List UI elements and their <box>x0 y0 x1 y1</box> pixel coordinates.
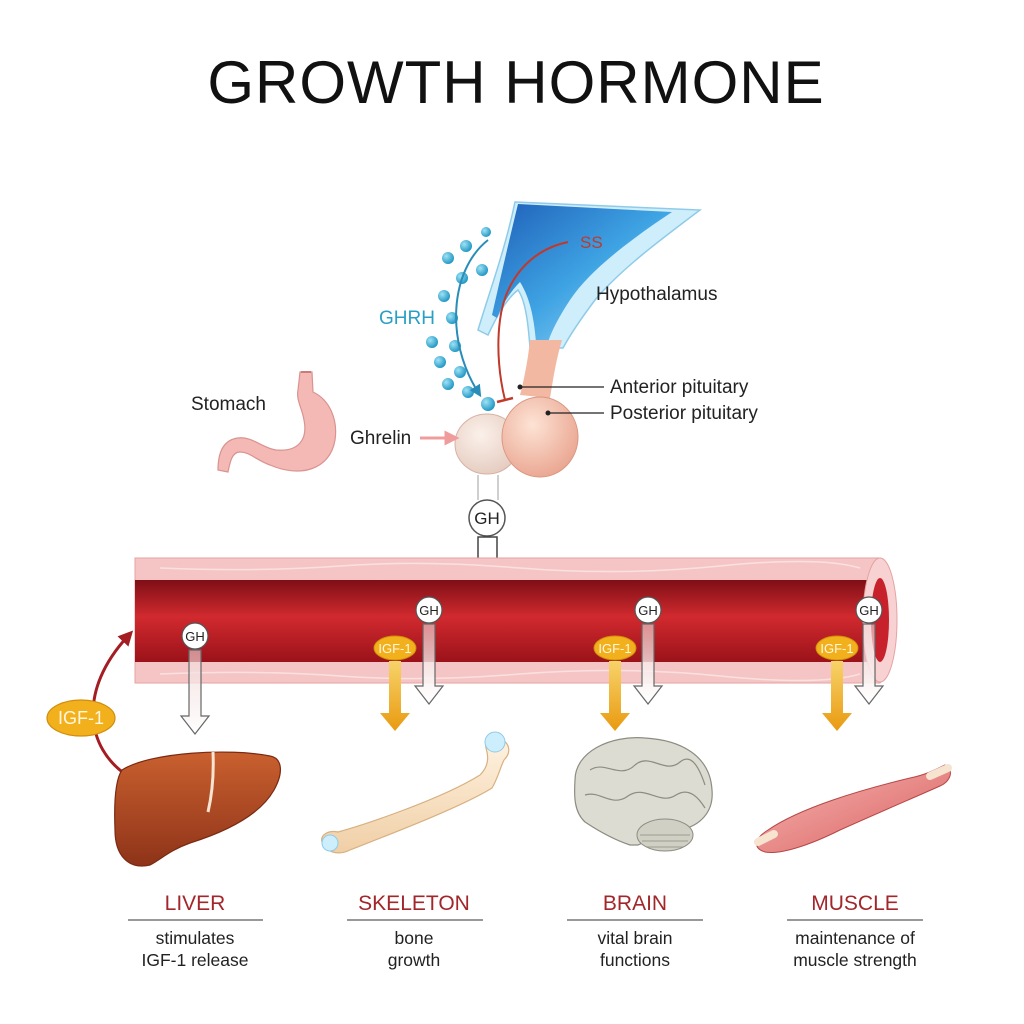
page-title: GROWTH HORMONE <box>207 49 824 116</box>
hypothalamus-label: Hypothalamus <box>596 284 717 305</box>
organ-liver-title: LIVER <box>165 892 226 915</box>
gh-badge-main <box>468 499 506 537</box>
igf1-arrow-brain <box>600 661 630 731</box>
igf1-badge-skeleton-label: IGF-1 <box>378 641 411 656</box>
gh-badge-brain <box>634 596 662 624</box>
gh-badge-liver <box>181 622 209 650</box>
blood-vessel <box>134 557 898 684</box>
organ-liver-desc-line2: IGF-1 release <box>142 950 249 970</box>
bone-shape <box>321 731 510 854</box>
organ-skeleton-desc-line1: bone <box>395 928 434 948</box>
ghrh-label: GHRH <box>379 308 435 329</box>
igf1-badge-liver-label: IGF-1 <box>58 708 104 728</box>
ghrh-molecules <box>426 227 495 411</box>
posterior-pituitary-label: Posterior pituitary <box>610 403 758 424</box>
igf1-arrow-skeleton <box>380 661 410 731</box>
stomach-label: Stomach <box>191 394 266 415</box>
ghrelin-label: Ghrelin <box>350 428 411 449</box>
gh-badge-liver-label: GH <box>185 629 205 644</box>
organ-muscle-title: MUSCLE <box>811 892 899 915</box>
organ-skeleton-desc-line2: growth <box>388 950 441 970</box>
gh-arrow-brain <box>632 623 664 705</box>
gh-badge-muscle <box>855 596 883 624</box>
igf1-badge-brain-label: IGF-1 <box>598 641 631 656</box>
stomach-shape <box>217 371 337 473</box>
pituitary-stalk <box>520 340 562 398</box>
organ-brain-title: BRAIN <box>603 892 667 915</box>
ghrh-arrow <box>455 239 489 398</box>
brain-shape <box>573 737 713 852</box>
gh-badge-brain-label: GH <box>638 603 658 618</box>
gh-arrow-skeleton <box>413 623 445 705</box>
igf1-badge-muscle <box>815 635 859 661</box>
organ-liver-desc-line1: stimulates <box>156 928 235 948</box>
organ-brain-desc-line1: vital brain <box>598 928 673 948</box>
igf1-badge-muscle-label: IGF-1 <box>820 641 853 656</box>
muscle-shape <box>754 764 952 854</box>
gh-arrow-muscle <box>853 623 885 705</box>
ss-label: SS <box>580 233 603 252</box>
liver-shape <box>114 751 281 867</box>
igf1-badge-skeleton <box>373 635 417 661</box>
gh-badge-main-label: GH <box>474 509 500 528</box>
organ-skeleton-title: SKELETON <box>358 892 470 915</box>
organ-muscle-desc-line1: maintenance of <box>795 928 915 948</box>
ss-inhibition-bar <box>496 396 514 404</box>
organ-skeleton-caption: SKELETON bone growth <box>347 892 483 970</box>
anterior-pituitary-label: Anterior pituitary <box>610 377 749 398</box>
posterior-pituitary-lobe <box>501 396 579 478</box>
ss-inhibition-line <box>497 241 569 401</box>
organ-brain-desc-line2: functions <box>600 950 670 970</box>
igf1-badge-brain <box>593 635 637 661</box>
gh-badge-skeleton-label: GH <box>419 603 439 618</box>
gh-badge-skeleton <box>415 596 443 624</box>
igf1-badge-liver <box>46 699 116 737</box>
organ-liver-caption: LIVER stimulates IGF-1 release <box>128 892 263 970</box>
hypothalamus-shape <box>477 201 703 349</box>
organ-brain-caption: BRAIN vital brain functions <box>567 892 703 970</box>
organ-muscle-caption: MUSCLE maintenance of muscle strength <box>787 892 923 970</box>
gh-badge-muscle-label: GH <box>859 603 879 618</box>
gh-arrow-liver <box>179 649 211 735</box>
igf1-arrow-muscle <box>822 661 852 731</box>
organ-muscle-desc-line2: muscle strength <box>793 950 917 970</box>
